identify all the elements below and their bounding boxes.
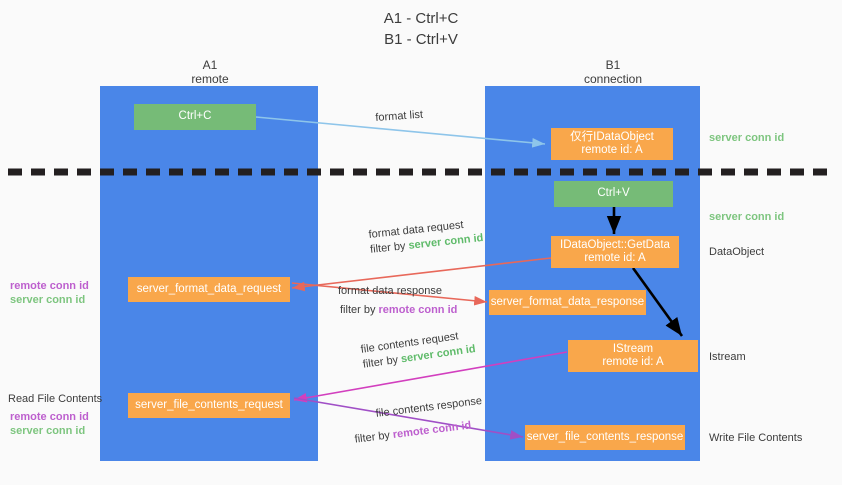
edge-fdresp-filter-value: remote conn id — [378, 304, 458, 316]
column-header-b1: B1 connection — [533, 58, 693, 86]
edge-fdr-filter-prefix: filter by — [369, 239, 410, 256]
node-idataobject-getdata[interactable]: IDataObject::GetData remote id: A — [551, 236, 679, 268]
node-istream[interactable]: IStream remote id: A — [568, 340, 698, 372]
node-idataobject-line1: 仅行IDataObject — [570, 130, 654, 143]
note-server-conn-id-mid: server conn id — [709, 211, 785, 223]
node-istream-line1: IStream — [612, 342, 654, 355]
note-group-conn-id-mid: remote conn id server conn id — [10, 279, 89, 307]
edge-fdresp-line1: format data response — [338, 285, 442, 297]
note-server-conn-id-top: server conn id — [709, 132, 785, 144]
note-write-file-contents: Write File Contents — [709, 432, 803, 444]
node-server-file-contents-request-label: server_file_contents_request — [135, 398, 283, 411]
node-server-file-contents-response-label: server_file_contents_response — [526, 430, 684, 443]
edge-label-file-contents-response: file contents response filter by remote … — [354, 394, 485, 446]
note-istream: Istream — [709, 351, 746, 363]
node-idataobject[interactable]: 仅行IDataObject remote id: A — [551, 128, 673, 160]
edge-fcresp-line1: file contents response — [375, 394, 483, 420]
node-server-file-contents-request[interactable]: server_file_contents_request — [128, 393, 290, 418]
edge-fcresp-filter-value: remote conn id — [392, 419, 472, 441]
note-remote-conn-id-mid: remote conn id — [10, 280, 89, 292]
column-b1-sub: connection — [583, 72, 643, 86]
node-idataobject-line2: remote id: A — [581, 144, 643, 156]
column-a1-name: A1 — [202, 58, 218, 72]
edge-label-format-list-text: format list — [375, 108, 424, 124]
edge-fdresp-line2: filter by remote conn id — [340, 304, 457, 316]
edge-label-format-data-response: format data response filter by remote co… — [338, 285, 457, 316]
node-getdata-line1: IDataObject::GetData — [560, 238, 670, 251]
node-server-format-data-request[interactable]: server_format_data_request — [128, 277, 290, 302]
note-server-conn-id-bottom: server conn id — [10, 425, 86, 437]
node-ctrl-v[interactable]: Ctrl+V — [554, 181, 673, 207]
edge-label-file-contents-request: file contents request filter by server c… — [360, 328, 476, 371]
note-group-conn-id-bottom: remote conn id server conn id — [10, 410, 89, 438]
title-line-1: A1 - Ctrl+C — [383, 10, 459, 27]
edge-label-format-data-request: format data request filter by server con… — [368, 217, 484, 256]
column-b1-name: B1 — [605, 58, 621, 72]
node-getdata-line2: remote id: A — [584, 252, 646, 264]
node-server-format-data-request-label: server_format_data_request — [136, 282, 282, 295]
node-server-format-data-response-label: server_format_data_response — [490, 295, 645, 308]
page-title: A1 - Ctrl+C B1 - Ctrl+V — [0, 8, 842, 50]
edge-label-format-list: format list — [375, 109, 423, 124]
node-ctrl-c-label: Ctrl+C — [178, 110, 212, 123]
title-line-2: B1 - Ctrl+V — [384, 31, 458, 48]
note-dataobject: DataObject — [709, 246, 765, 258]
column-a1-sub: remote — [191, 72, 229, 86]
node-istream-line2: remote id: A — [602, 356, 664, 368]
note-read-file-contents: Read File Contents — [8, 393, 103, 405]
node-server-file-contents-response[interactable]: server_file_contents_response — [525, 425, 685, 450]
node-server-format-data-response[interactable]: server_format_data_response — [489, 290, 646, 315]
node-ctrl-c[interactable]: Ctrl+C — [134, 104, 256, 130]
edge-fdresp-filter-prefix: filter by — [340, 304, 379, 316]
note-server-conn-id-left-mid: server conn id — [10, 294, 86, 306]
edge-fcresp-filter-prefix: filter by — [353, 429, 394, 446]
node-ctrl-v-label: Ctrl+V — [597, 187, 630, 200]
edge-fcresp-line2: filter by remote conn id — [353, 418, 486, 446]
column-header-a1: A1 remote — [130, 58, 290, 86]
note-remote-conn-id-bottom: remote conn id — [10, 411, 89, 423]
edge-fcr-filter-prefix: filter by — [362, 353, 402, 371]
